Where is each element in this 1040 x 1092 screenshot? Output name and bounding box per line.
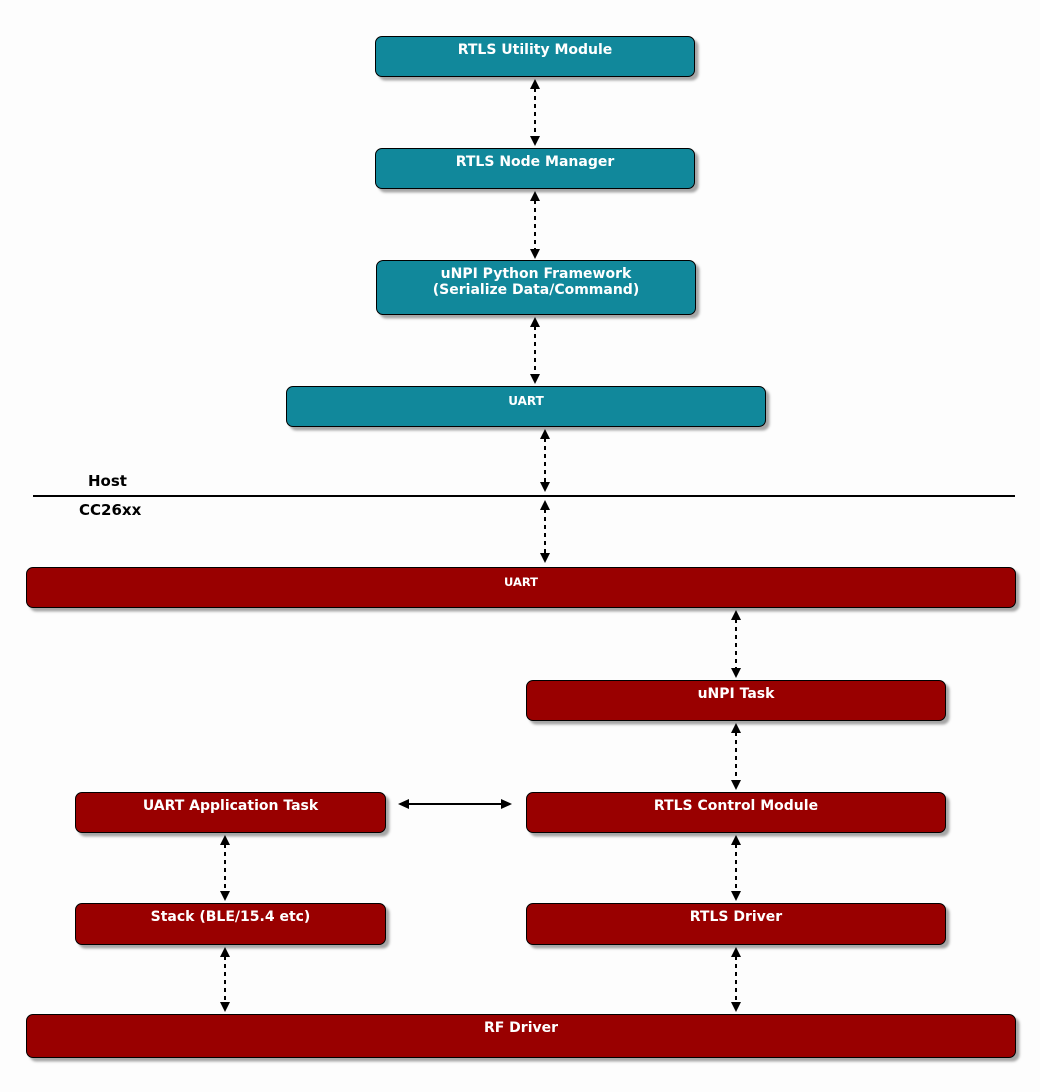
solid-arrow-uartapp-rtlscontrol xyxy=(398,797,512,811)
arrowhead-up-icon xyxy=(540,500,550,510)
arrowhead-up-icon xyxy=(540,429,550,439)
arrowhead-up-icon xyxy=(731,610,741,620)
node-rtls-control-module: RTLS Control Module xyxy=(526,792,946,833)
node-unpi-task: uNPI Task xyxy=(526,680,946,721)
node-unpi-python-framework: uNPI Python Framework (Serialize Data/Co… xyxy=(376,260,696,315)
arrowhead-down-icon xyxy=(731,780,741,790)
node-uart-application-task: UART Application Task xyxy=(75,792,386,833)
device-zone-label: CC26xx xyxy=(79,501,142,519)
host-zone-label: Host xyxy=(88,472,127,490)
dashed-arrow-unpipython-hostuart xyxy=(529,317,541,384)
dashed-arrow-rtlscontrol-rtlsdriver xyxy=(730,835,742,901)
arrowhead-up-icon xyxy=(731,835,741,845)
arrowhead-down-icon xyxy=(731,668,741,678)
node-device-uart: UART xyxy=(26,567,1016,608)
node-rtls-driver: RTLS Driver xyxy=(526,903,946,945)
arrowhead-left-icon xyxy=(398,799,409,809)
dashed-arrow-unpitask-rtlscontrol xyxy=(730,723,742,790)
dashed-arrow-utility-nodemanager xyxy=(529,79,541,146)
arrowhead-down-icon xyxy=(530,136,540,146)
node-stack-ble: Stack (BLE/15.4 etc) xyxy=(75,903,386,945)
node-label: RTLS Control Module xyxy=(653,798,819,814)
arrowhead-down-icon xyxy=(540,482,550,492)
arrowhead-down-icon xyxy=(540,553,550,563)
arrowhead-right-icon xyxy=(501,799,512,809)
arrowhead-down-icon xyxy=(731,891,741,901)
arrowhead-down-icon xyxy=(530,374,540,384)
node-label: UART xyxy=(503,575,539,589)
arrowhead-up-icon xyxy=(530,191,540,201)
node-label: UART xyxy=(508,394,544,408)
node-label-line2: (Serialize Data/Command) xyxy=(432,282,640,298)
arrowhead-up-icon xyxy=(220,947,230,957)
dashed-arrow-uartapp-stack xyxy=(219,835,231,901)
arrowhead-down-icon xyxy=(731,1002,741,1012)
node-label: Stack (BLE/15.4 etc) xyxy=(150,909,311,925)
arrowhead-up-icon xyxy=(731,947,741,957)
dashed-arrow-divider-deviceuart xyxy=(539,500,551,563)
arrowhead-up-icon xyxy=(731,723,741,733)
arrowhead-up-icon xyxy=(530,317,540,327)
dashed-arrow-stack-rfdriver xyxy=(219,947,231,1012)
arrowhead-down-icon xyxy=(530,249,540,259)
dashed-arrow-deviceuart-unpitask xyxy=(730,610,742,678)
node-rtls-utility-module: RTLS Utility Module xyxy=(375,36,695,77)
node-label: RTLS Driver xyxy=(689,909,783,925)
node-label: RTLS Node Manager xyxy=(455,154,615,170)
node-label: RTLS Utility Module xyxy=(457,42,613,58)
node-label: UART Application Task xyxy=(142,798,319,814)
arrowhead-up-icon xyxy=(530,79,540,89)
arrowhead-down-icon xyxy=(220,1002,230,1012)
node-rf-driver: RF Driver xyxy=(26,1014,1016,1058)
node-label: RF Driver xyxy=(483,1020,559,1036)
dashed-arrow-nodemanager-unpipython xyxy=(529,191,541,259)
host-device-divider-line xyxy=(33,495,1015,497)
node-label: uNPI Task xyxy=(697,686,775,702)
node-host-uart: UART xyxy=(286,386,766,427)
arrowhead-up-icon xyxy=(220,835,230,845)
arrowhead-down-icon xyxy=(220,891,230,901)
dashed-arrow-hostuart-divider xyxy=(539,429,551,492)
node-label-line1: uNPI Python Framework xyxy=(440,266,632,282)
node-rtls-node-manager: RTLS Node Manager xyxy=(375,148,695,189)
dashed-arrow-rtlsdriver-rfdriver xyxy=(730,947,742,1012)
